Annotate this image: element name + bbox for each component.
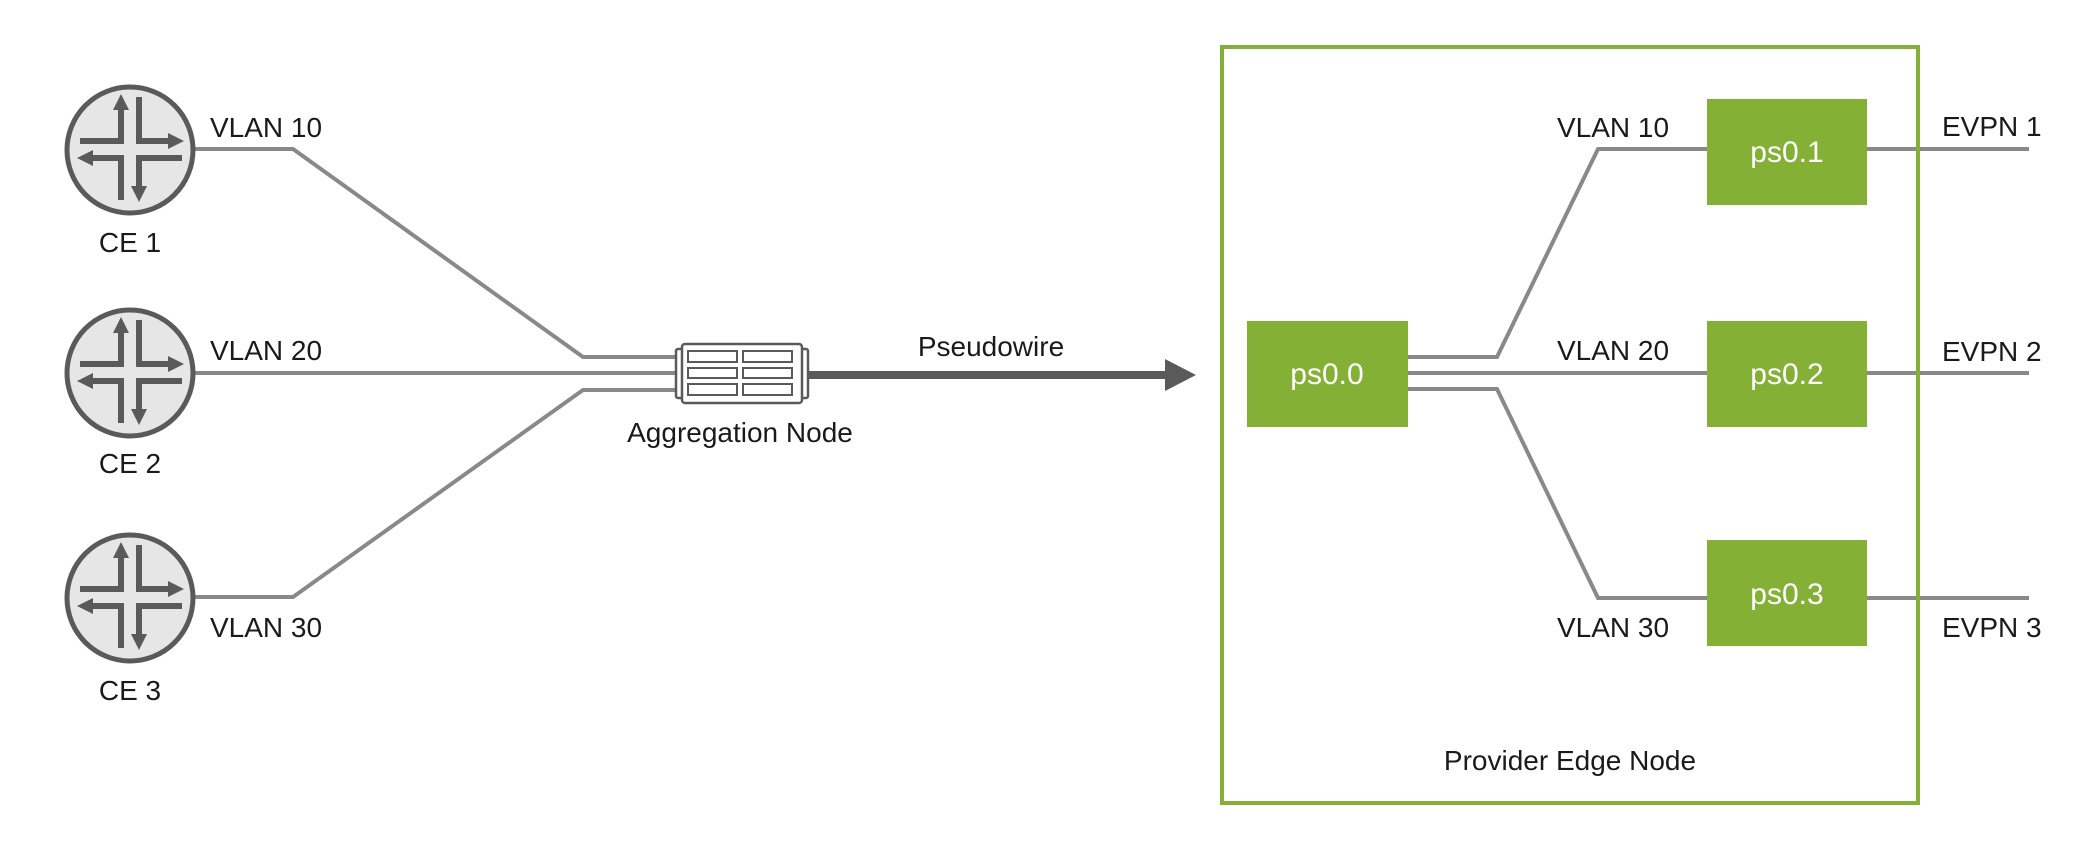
- ps00-interface[interactable]: ps0.0: [1247, 321, 1408, 427]
- ps03-interface[interactable]: ps0.3: [1707, 540, 1867, 646]
- router-icon: [67, 87, 193, 213]
- pe-vlan20-label: VLAN 20: [1557, 335, 1669, 366]
- arrowhead-icon: [1165, 359, 1196, 391]
- ce2-router[interactable]: [67, 310, 193, 436]
- ce1-vlan-label: VLAN 10: [210, 112, 322, 143]
- wire-ce1-aggregation: [195, 147, 682, 359]
- ce3-label: CE 3: [99, 675, 161, 706]
- wire-ce3-aggregation: [195, 388, 682, 599]
- ps02-label: ps0.2: [1750, 358, 1823, 391]
- pe-vlan10-label: VLAN 10: [1557, 112, 1669, 143]
- ce2-label: CE 2: [99, 448, 161, 479]
- switch-icon: [674, 342, 810, 405]
- aggregation-node-label: Aggregation Node: [627, 417, 853, 448]
- ce2-vlan-label: VLAN 20: [210, 335, 322, 366]
- wire-ps00-ps03: [1408, 387, 1707, 600]
- ce3-vlan-label: VLAN 30: [210, 612, 322, 643]
- router-icon: [67, 310, 193, 436]
- ps02-interface[interactable]: ps0.2: [1707, 321, 1867, 427]
- pseudowire-arrow: [808, 359, 1196, 391]
- wire-ps00-ps01: [1408, 147, 1707, 359]
- pseudowire-label: Pseudowire: [918, 331, 1064, 362]
- pe-vlan30-label: VLAN 30: [1557, 612, 1669, 643]
- ce3-router[interactable]: [67, 535, 193, 661]
- aggregation-node[interactable]: [674, 342, 810, 405]
- router-icon: [67, 535, 193, 661]
- ps01-label: ps0.1: [1750, 136, 1823, 169]
- evpn1-label: EVPN 1: [1942, 111, 2042, 142]
- evpn2-label: EVPN 2: [1942, 336, 2042, 367]
- ps00-label: ps0.0: [1290, 358, 1363, 391]
- ce1-label: CE 1: [99, 227, 161, 258]
- evpn3-label: EVPN 3: [1942, 612, 2042, 643]
- ps01-interface[interactable]: ps0.1: [1707, 99, 1867, 205]
- ps03-label: ps0.3: [1750, 578, 1823, 611]
- ce1-router[interactable]: [67, 87, 193, 213]
- provider-edge-label: Provider Edge Node: [1444, 745, 1696, 776]
